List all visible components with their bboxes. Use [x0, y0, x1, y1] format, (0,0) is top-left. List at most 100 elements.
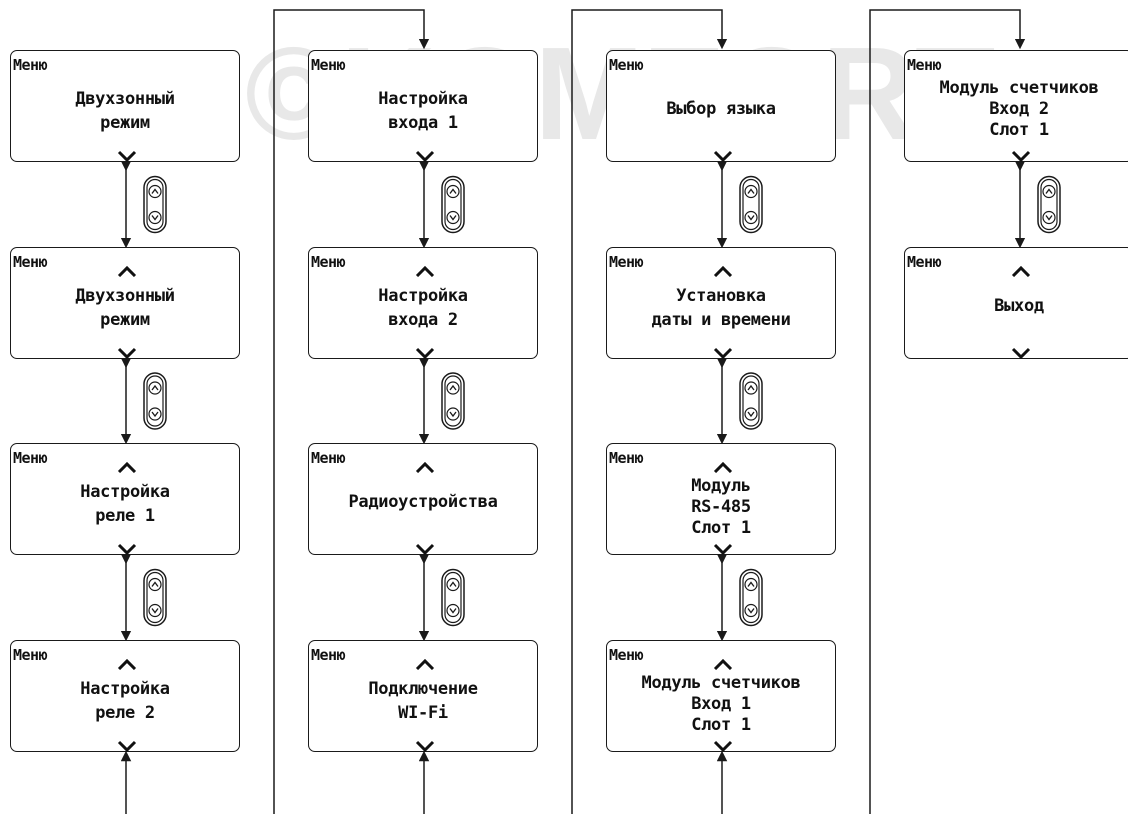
screen-text-line: входа 2	[388, 310, 458, 330]
screen-text-line: реле 2	[95, 703, 155, 723]
screen-text-line: Модуль счетчиков	[641, 673, 801, 693]
screen-text-line: Слот 1	[691, 518, 751, 538]
chevron-down-icon	[713, 149, 733, 163]
screen-menu-label: Меню	[609, 449, 644, 467]
chevron-down-icon	[415, 346, 435, 360]
screen-menu-label: Меню	[13, 253, 48, 271]
chevron-up-icon	[117, 262, 137, 278]
screen-item-text: Установка даты и времени	[607, 284, 835, 332]
chevron-up-icon	[415, 262, 435, 278]
screen-item-text: Настройка реле 1	[11, 480, 239, 528]
screen-text-line: Выбор языка	[666, 99, 776, 119]
screen-menu-label: Меню	[13, 449, 48, 467]
screen-menu-label: Меню	[311, 646, 346, 664]
screen-text-line: Двухзонный	[75, 89, 175, 109]
chevron-up-icon	[415, 458, 435, 474]
flow-connector	[273, 9, 430, 814]
up-down-rocker-icon	[143, 372, 167, 430]
chevron-up-icon	[117, 655, 137, 671]
screen-item-text: Выход	[905, 294, 1128, 318]
screen-text-line: режим	[100, 310, 150, 330]
chevron-down-icon	[713, 739, 733, 753]
flow-connector	[571, 9, 728, 814]
screen-item-text: Выбор языка	[607, 97, 835, 121]
screen-menu-label: Меню	[609, 56, 644, 74]
screen-text-line: Настройка	[378, 89, 468, 109]
screen-text-line: Установка	[676, 286, 766, 306]
flow-connector	[869, 9, 1026, 814]
screen-text-line: Модуль	[691, 476, 751, 496]
up-down-rocker-icon	[441, 175, 465, 234]
chevron-up-icon	[713, 262, 733, 278]
screen-item-text: Двухзонный режим	[11, 284, 239, 332]
screen-text-line: Выход	[994, 296, 1044, 316]
chevron-up-icon	[713, 458, 733, 474]
up-down-rocker-icon	[143, 568, 167, 627]
screen-text-line: WI-Fi	[398, 703, 448, 723]
screen-text-line: реле 1	[95, 506, 155, 526]
chevron-up-icon	[117, 458, 137, 474]
screen-menu-label: Меню	[311, 449, 346, 467]
screen-menu-label: Меню	[311, 253, 346, 271]
screen-menu-label: Меню	[311, 56, 346, 74]
screen-text-line: Вход 2	[989, 99, 1049, 119]
chevron-up-icon	[415, 655, 435, 671]
chevron-down-icon	[1011, 346, 1031, 360]
chevron-down-icon	[1011, 149, 1031, 163]
screen-menu-label: Меню	[13, 646, 48, 664]
chevron-down-icon	[713, 346, 733, 360]
screen-text-line: RS-485	[691, 497, 751, 517]
up-down-rocker-icon	[739, 568, 763, 627]
chevron-up-icon	[1011, 262, 1031, 278]
screen-menu-label: Меню	[609, 253, 644, 271]
up-down-rocker-icon	[1037, 175, 1061, 234]
chevron-down-icon	[117, 739, 137, 753]
screen-text-line: Слот 1	[691, 715, 751, 735]
screen-menu-label: Меню	[907, 56, 942, 74]
chevron-down-icon	[713, 542, 733, 556]
chevron-down-icon	[415, 149, 435, 163]
chevron-down-icon	[117, 346, 137, 360]
chevron-down-icon	[415, 739, 435, 753]
screen-text-line: Двухзонный	[75, 286, 175, 306]
chevron-up-icon	[713, 655, 733, 671]
screen-text-line: Модуль счетчиков	[939, 78, 1099, 98]
screen-text-line: режим	[100, 113, 150, 133]
screen-text-line: Настройка	[80, 482, 170, 502]
screen-text-line: Настройка	[378, 286, 468, 306]
up-down-rocker-icon	[441, 568, 465, 627]
chevron-down-icon	[415, 542, 435, 556]
screen-text-line: Вход 1	[691, 694, 751, 714]
up-down-rocker-icon	[739, 175, 763, 234]
screen-menu-label: Меню	[609, 646, 644, 664]
screen-text-line: Слот 1	[989, 120, 1049, 140]
screen-item-text: Настройка входа 2	[309, 284, 537, 332]
screen-text-line: Радиоустройства	[348, 492, 498, 512]
up-down-rocker-icon	[739, 372, 763, 430]
up-down-rocker-icon	[143, 175, 167, 234]
screen-text-line: Подключение	[368, 679, 478, 699]
screen-text-line: входа 1	[388, 113, 458, 133]
screen-text-line: даты и времени	[651, 310, 791, 330]
screen-menu-label: Меню	[907, 253, 942, 271]
